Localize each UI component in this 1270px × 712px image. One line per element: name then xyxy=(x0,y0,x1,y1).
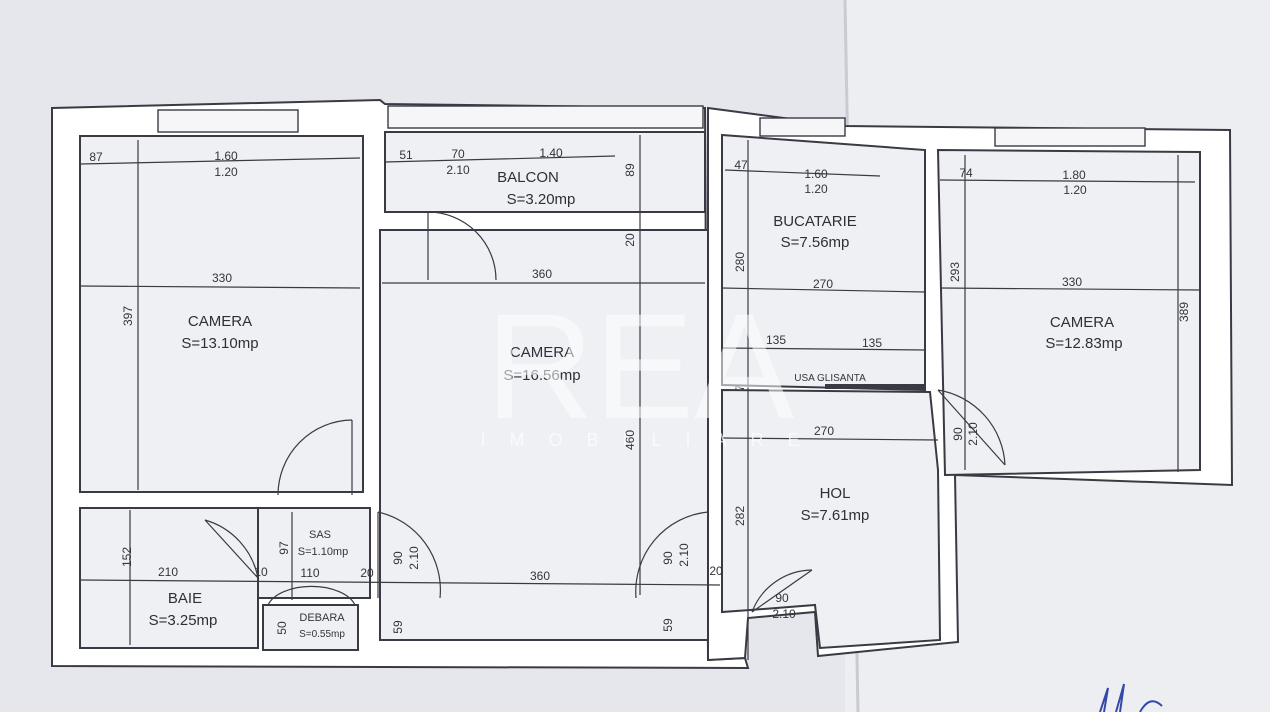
dim-label: 70 xyxy=(451,147,465,161)
room-camera-mid xyxy=(379,229,709,641)
dim-label: 59 xyxy=(661,618,675,632)
room-area-camera-left: S=13.10mp xyxy=(181,335,258,352)
room-area-debara: S=0.55mp xyxy=(299,629,345,640)
dim-label: 90 xyxy=(951,427,965,441)
door-debara xyxy=(267,585,356,606)
door-balcon xyxy=(427,211,497,281)
dim-label: 1.20 xyxy=(214,165,238,179)
dim-label: 330 xyxy=(1062,275,1082,289)
dim-label: 2.10 xyxy=(446,163,470,177)
room-name-baie: BAIE xyxy=(168,590,202,607)
dim-label: 210 xyxy=(158,565,178,579)
dim-label: 74 xyxy=(959,166,973,180)
room-area-bucatarie: S=7.56mp xyxy=(781,234,850,251)
room-name-hol: HOL xyxy=(820,485,851,502)
dim-label: 2.10 xyxy=(772,607,796,621)
room-name-balcon: BALCON xyxy=(497,169,559,186)
room-sas xyxy=(257,507,371,599)
dim-label: 20 xyxy=(360,566,374,580)
dim-label: 20 xyxy=(623,233,637,247)
dim-label: 89 xyxy=(623,163,637,177)
dim-label: 90 xyxy=(661,551,675,565)
dim-label: 360 xyxy=(530,569,550,583)
watermark-logo: REA xyxy=(486,282,794,450)
room-area-hol: S=7.61mp xyxy=(801,507,870,524)
room-camera-left xyxy=(79,135,364,493)
room-camera-right xyxy=(936,148,1201,477)
door-camera-left xyxy=(277,419,353,496)
dim-label: 51 xyxy=(399,148,413,162)
door-camera-right xyxy=(937,389,1006,466)
dim-label: 135 xyxy=(766,333,786,347)
room-area-balcon: S=3.20mp xyxy=(507,191,576,208)
dim-label: 270 xyxy=(813,277,833,291)
dim-label: 1.20 xyxy=(804,182,828,196)
room-hol xyxy=(721,388,942,650)
door-camera-mid-right xyxy=(635,511,709,599)
dimension-lines xyxy=(79,135,1201,660)
dim-label: 135 xyxy=(862,336,882,350)
dim-label: 152 xyxy=(120,547,134,567)
dim-label: 90 xyxy=(391,551,405,565)
dim-label: 280 xyxy=(733,252,747,272)
room-debara xyxy=(262,604,359,651)
dim-label: 87 xyxy=(89,150,103,164)
dim-label: 2.10 xyxy=(407,546,421,570)
dim-label: 360 xyxy=(532,267,552,281)
room-name-sas: SAS xyxy=(309,529,331,541)
window-balcon xyxy=(387,105,704,129)
room-area-sas: S=1.10mp xyxy=(298,546,348,558)
dim-label: 2.10 xyxy=(677,543,691,567)
room-area-baie: S=3.25mp xyxy=(149,612,218,629)
room-name-camera-mid: CAMERA xyxy=(510,344,574,361)
dim-label: 1.20 xyxy=(1063,183,1087,197)
door-baie xyxy=(204,519,259,579)
door-hol-entry xyxy=(751,569,813,613)
dim-label: 90 xyxy=(775,591,789,605)
dim-label: 282 xyxy=(733,506,747,526)
dim-label: 1.40 xyxy=(539,146,563,160)
dim-label: 97 xyxy=(277,541,291,555)
label-usa-glisanta: USA GLISANTA xyxy=(794,373,866,384)
door-camera-mid-left xyxy=(377,511,441,599)
window-camera-left xyxy=(157,109,299,133)
room-name-bucatarie: BUCATARIE xyxy=(773,213,857,230)
dim-label: 1.80 xyxy=(1062,168,1086,182)
dim-label: 397 xyxy=(121,306,135,326)
dim-label: 20 xyxy=(709,564,723,578)
room-name-camera-left: CAMERA xyxy=(188,313,252,330)
room-name-camera-right: CAMERA xyxy=(1050,314,1114,331)
signature-mark xyxy=(1099,683,1163,712)
dim-label: 47 xyxy=(734,158,748,172)
dim-label: 389 xyxy=(1177,302,1191,322)
dim-label: 50 xyxy=(275,621,289,635)
dim-label: 1.60 xyxy=(804,167,828,181)
window-camera-right xyxy=(994,127,1146,147)
room-bucatarie xyxy=(721,133,926,392)
dim-label: 10 xyxy=(254,565,268,579)
sliding-door xyxy=(825,384,925,389)
dim-label: 1.60 xyxy=(214,149,238,163)
dim-label: 330 xyxy=(212,271,232,285)
window-bucatarie xyxy=(759,117,846,137)
room-area-camera-mid: S=16.56mp xyxy=(503,367,580,384)
dim-label: 59 xyxy=(391,620,405,634)
room-balcon xyxy=(384,131,706,213)
dim-label: 460 xyxy=(623,430,637,450)
dim-label: 2.10 xyxy=(966,422,980,446)
dim-label: 293 xyxy=(948,262,962,282)
watermark-subtitle: IMOBILIARE xyxy=(480,430,823,450)
room-area-camera-right: S=12.83mp xyxy=(1045,335,1122,352)
dim-label: 270 xyxy=(814,424,834,438)
dim-label: 7 xyxy=(733,384,747,391)
dim-label: 110 xyxy=(300,566,319,580)
room-name-debara: DEBARA xyxy=(299,612,345,624)
